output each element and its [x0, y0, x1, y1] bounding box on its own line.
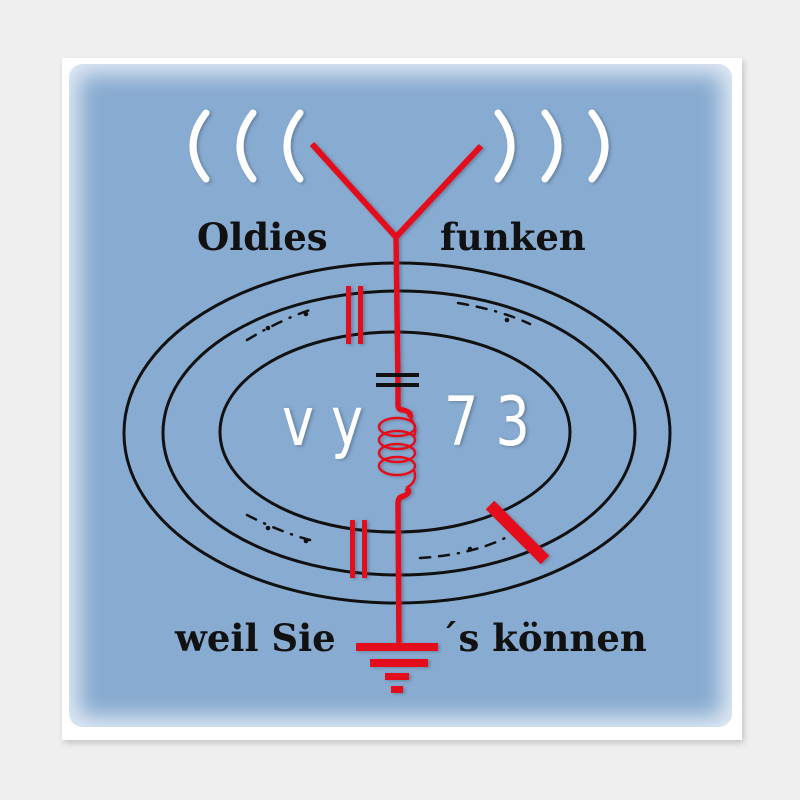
coil-icon [377, 416, 417, 490]
capacitor-black-icon [376, 373, 419, 387]
top-left-text: Oldies [197, 215, 328, 259]
dash-dots [265, 311, 510, 552]
bottom-left-text: weil Sie [174, 616, 336, 660]
center-right-text: 7 3 [444, 383, 530, 461]
ground-icon [356, 643, 438, 693]
tuning-slider-icon [485, 500, 550, 565]
antenna-icon [309, 141, 484, 240]
circuit [309, 141, 550, 693]
radio-waves-icon [189, 109, 609, 183]
feed-line [393, 234, 414, 649]
capacitor-icon [346, 286, 367, 578]
top-right-text: funken [440, 215, 586, 259]
center-left-text: v y [282, 383, 363, 461]
dash-dot-arcs [245, 301, 532, 560]
bottom-right-text: ´s können [440, 616, 647, 660]
